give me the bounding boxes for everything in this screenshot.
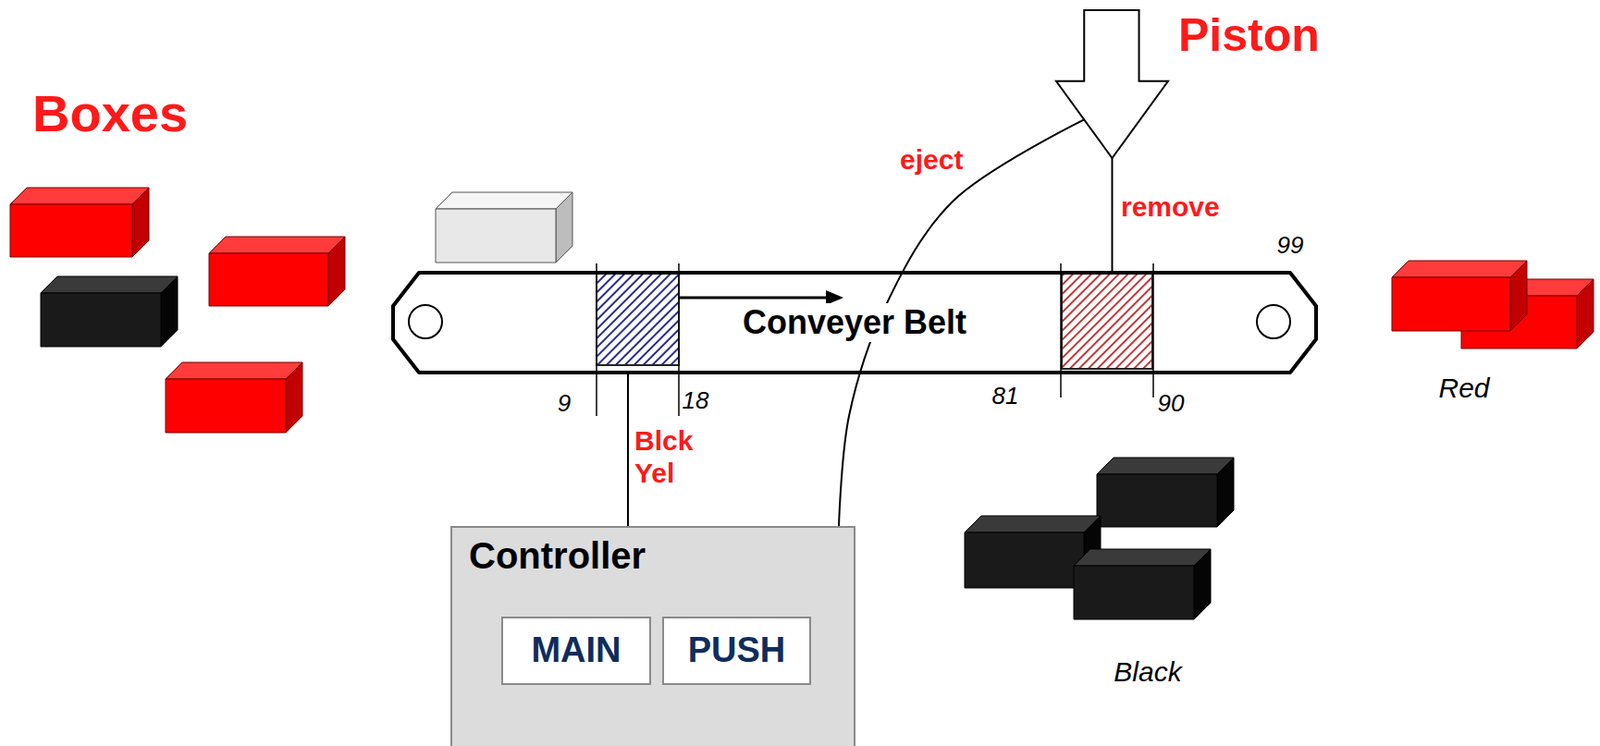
belt-label: Conveyer Belt: [737, 303, 973, 342]
conveyor-belt: Conveyer Belt: [393, 272, 1317, 373]
signal-label: remove: [1120, 191, 1220, 224]
position-number: 90: [1157, 390, 1185, 418]
module-box: MAIN: [501, 616, 652, 686]
box: [435, 192, 573, 263]
controller-label: Controller: [468, 535, 646, 577]
position-ticks: [596, 263, 1154, 417]
module-label: PUSH: [688, 631, 787, 671]
signal-wire: [627, 372, 629, 527]
bin-label: Red: [1438, 372, 1490, 404]
position-number: 18: [682, 387, 710, 415]
signal-wire: [1111, 158, 1114, 273]
box: [1096, 457, 1234, 528]
heading-label: Boxes: [32, 87, 188, 140]
color-sensor: [596, 272, 679, 366]
position-number: 99: [1277, 232, 1305, 259]
signal-label: Blck Yel: [634, 425, 693, 490]
controller-box: ControllerMAIN PUSH: [450, 526, 856, 746]
box: [1073, 549, 1211, 620]
bin-label: Black: [1113, 656, 1182, 688]
box: [209, 236, 345, 307]
position-number: 81: [992, 382, 1020, 410]
module-box: PUSH: [662, 616, 812, 686]
module-label: MAIN: [530, 631, 621, 671]
signal-label: eject: [899, 144, 963, 177]
roller: [408, 305, 443, 339]
box: [10, 187, 149, 258]
eject-zone: [1061, 272, 1153, 370]
box: [165, 362, 303, 433]
piston-label: Piston: [1178, 12, 1320, 59]
roller: [1256, 305, 1291, 339]
box: [1391, 260, 1527, 332]
piston: Piston: [1056, 10, 1169, 159]
piston-arrow: [1056, 10, 1169, 159]
box: [40, 276, 178, 347]
position-number: 9: [557, 390, 571, 418]
